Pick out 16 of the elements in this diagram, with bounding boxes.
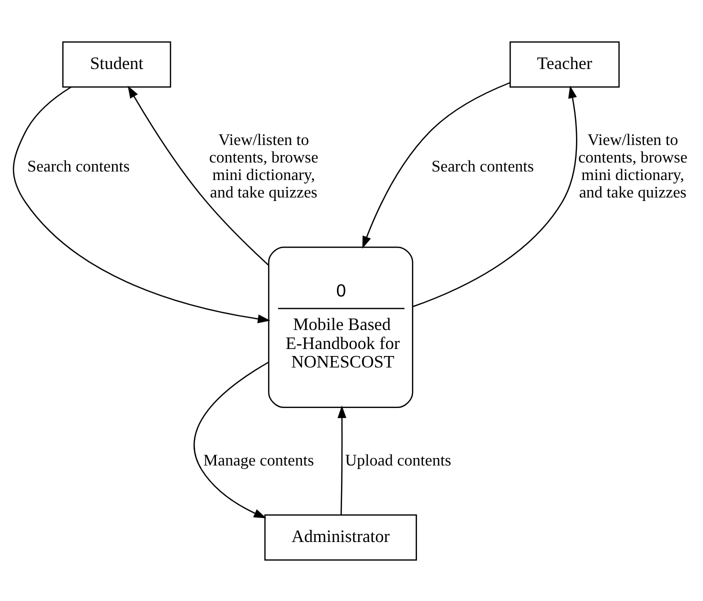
node-box: Administrator <box>264 514 417 560</box>
edge-label: View/listen to contents, browse mini dictionary, and take quizzes <box>578 130 688 202</box>
arrow <box>128 85 269 265</box>
edge-label: Search contents <box>431 156 534 175</box>
node-box: Teacher <box>510 40 620 88</box>
node-box: Student <box>62 40 172 88</box>
edge-label: View/listen to contents, browse mini dictionary, and take quizzes <box>209 130 318 202</box>
arrow <box>12 86 270 323</box>
edge-label: Upload contents <box>345 450 452 469</box>
arrow <box>362 82 510 248</box>
edge-label: Manage contents <box>203 450 314 469</box>
node-box: 0 Mobile Based E-Handbook for NONESCOST <box>268 246 414 408</box>
edge-label: Search contents <box>27 156 130 175</box>
arrow <box>338 405 346 514</box>
arrow <box>412 85 578 307</box>
arrow <box>194 361 269 518</box>
